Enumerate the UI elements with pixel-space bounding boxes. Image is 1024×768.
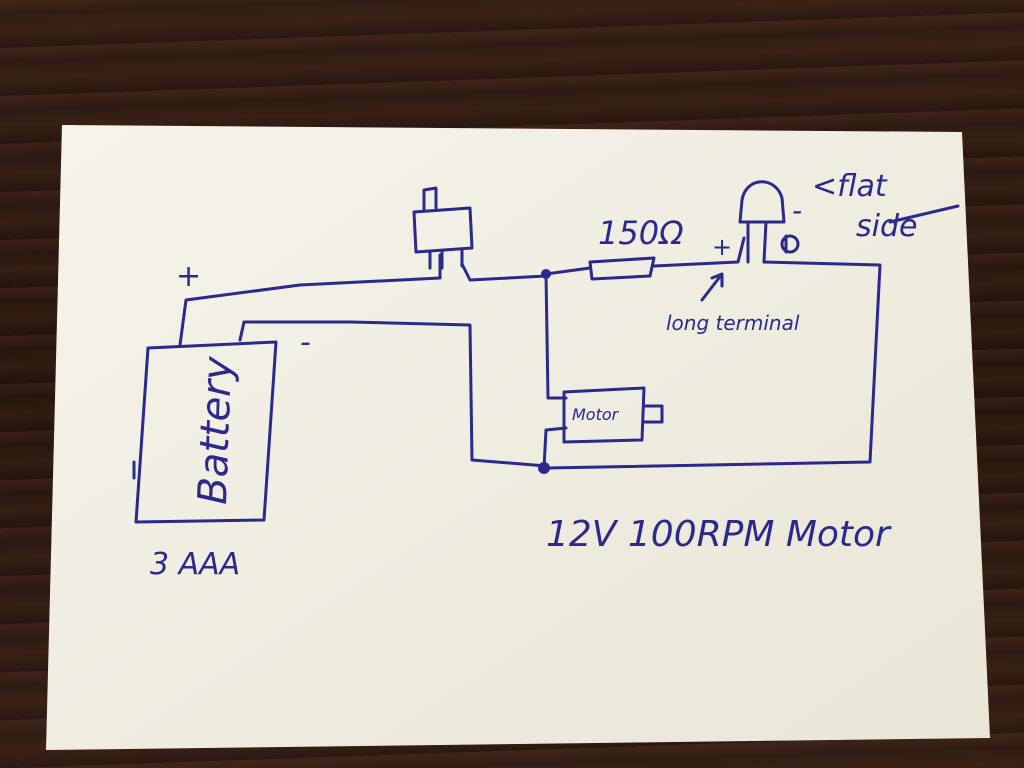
resistor-label: 150Ω	[598, 214, 684, 252]
battery-label: Battery	[190, 354, 241, 505]
long-terminal-label: long terminal	[666, 311, 800, 335]
battery-plus-sign: +	[176, 259, 201, 294]
wire-resistor-to-led	[652, 236, 746, 268]
wire-battery-positive	[178, 253, 442, 347]
wire-junction-to-motor	[544, 272, 568, 400]
flat-side-note-line2: side	[856, 209, 917, 244]
switch-body	[412, 206, 474, 254]
paper-sheet	[46, 125, 990, 750]
motor-label: Motor	[572, 405, 620, 424]
battery-minus-sign: -	[300, 325, 311, 360]
wire-motor-to-bottom	[542, 426, 568, 470]
led-dome	[738, 180, 786, 224]
switch-actuator	[422, 186, 438, 212]
wire-battery-negative	[238, 320, 548, 468]
led-legs	[746, 220, 768, 264]
battery-type-label: 3 AAA	[150, 547, 240, 582]
motor-body	[562, 386, 646, 444]
flat-side-note-line1: <flat	[812, 169, 888, 204]
wire-junction-to-resistor	[544, 266, 592, 276]
led-plus-sign: +	[712, 233, 732, 261]
resistor-body	[588, 256, 656, 281]
wire-led-to-right	[544, 260, 882, 470]
motor-shaft	[642, 404, 664, 424]
led-flat-side-symbol	[780, 234, 800, 254]
motor-spec-label: 12V 100RPM Motor	[546, 514, 892, 555]
flat-side-underline	[888, 204, 960, 224]
battery-box	[134, 340, 278, 524]
led-minus-sign: -	[792, 194, 802, 227]
wire-switch-to-junction	[460, 262, 548, 282]
long-terminal-arrow	[700, 272, 724, 302]
